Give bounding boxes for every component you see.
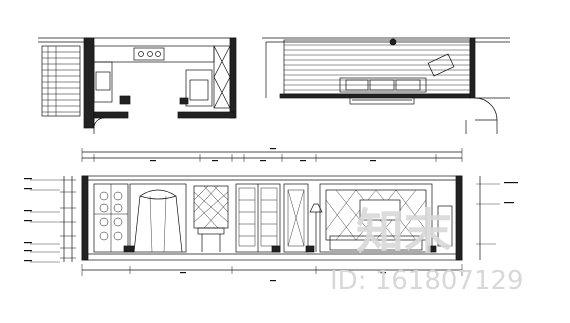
- bedroom-floor-plan: [262, 37, 510, 134]
- wall-elevation: [30, 148, 500, 276]
- watermark-id-text: ID: 161807129: [330, 266, 524, 296]
- watermark-logo: 知末: [356, 204, 452, 260]
- watermark-logo-text: 知末: [356, 204, 452, 260]
- kitchen-floor-plan: [38, 37, 237, 134]
